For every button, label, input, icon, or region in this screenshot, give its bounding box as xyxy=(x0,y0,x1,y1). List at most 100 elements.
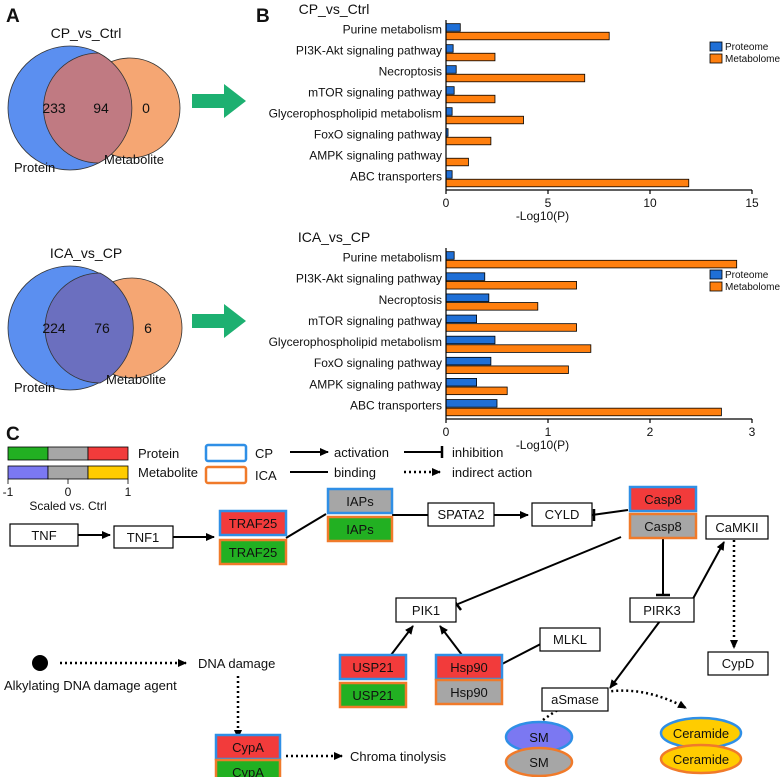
node-ceramide-cp-label: Ceramide xyxy=(673,726,729,741)
node-asmase-label: aSmase xyxy=(551,692,599,707)
bar-metabolome xyxy=(445,178,690,188)
node-traf25-ica-label: TRAF25 xyxy=(229,545,277,560)
node-camkii-label: CaMKII xyxy=(715,520,758,535)
node-casp8-cp-label: Casp8 xyxy=(644,492,682,507)
protein-scale-mid xyxy=(47,446,89,461)
node-hsp90-cp-label: Hsp90 xyxy=(450,660,488,675)
bar-metabolome xyxy=(445,365,569,374)
node-cypd-label: CypD xyxy=(722,656,755,671)
node-mlkl xyxy=(539,627,601,652)
node-cypa-cp-label: CypA xyxy=(232,740,264,755)
node-traf25-cp xyxy=(218,509,288,537)
indirect-label: indirect action xyxy=(452,465,532,480)
venn-overlap-count: 76 xyxy=(94,320,110,336)
category-label: Glycerophospholipid metabolism xyxy=(269,335,442,349)
node-hsp90-ica xyxy=(434,678,504,706)
node-tnf-label: TNF xyxy=(31,528,56,543)
x-tick-label: 2 xyxy=(647,425,654,439)
bar-proteome xyxy=(445,65,457,74)
metabolite-scale-label: Metabolite xyxy=(138,465,198,480)
category-label: Purine metabolism xyxy=(343,251,442,265)
panel-label-b: B xyxy=(256,6,270,27)
bar-metabolome xyxy=(445,386,508,396)
panel-label-a: A xyxy=(6,6,20,27)
scale-tick-high: 1 xyxy=(125,485,132,499)
node-spata2 xyxy=(427,502,495,527)
node-cyld-label: CYLD xyxy=(545,507,580,522)
scale-caption: Scaled vs. Ctrl xyxy=(29,499,106,513)
node-pik1-label: PIK1 xyxy=(412,603,440,618)
bar-proteome xyxy=(445,23,461,32)
bar-metabolome xyxy=(445,73,586,83)
node-sm-ica-label: SM xyxy=(529,755,549,770)
category-label: Necroptosis xyxy=(379,65,442,79)
bar-proteome xyxy=(445,356,492,366)
x-tick-label: 0 xyxy=(443,196,450,210)
scale-tick-low: -1 xyxy=(3,485,14,499)
bar-metabolome xyxy=(445,259,738,269)
node-traf25-ica xyxy=(218,538,288,566)
cp-legend-label: CP xyxy=(255,446,273,461)
node-hsp90-cp xyxy=(434,653,504,681)
node-ceramide-ica-label: Ceramide xyxy=(673,752,729,767)
bar-metabolome xyxy=(445,31,610,41)
x-tick-label: 5 xyxy=(545,196,552,210)
legend-label-proteome: Proteome xyxy=(725,42,769,53)
agent-label: Alkylating DNA damage agent xyxy=(4,678,177,693)
bar-metabolome xyxy=(445,157,469,167)
bar-metabolome xyxy=(445,115,524,125)
legend-swatch-metabolome xyxy=(709,281,723,292)
node-pirk3-label: PIRK3 xyxy=(643,603,681,618)
bar-proteome xyxy=(445,86,455,95)
node-asmase xyxy=(541,687,609,712)
bar-metabolome xyxy=(445,94,496,104)
node-cypd xyxy=(707,651,769,676)
bar-proteome xyxy=(445,378,478,387)
venn-overlap-region xyxy=(43,52,133,164)
metabolite-scale-high xyxy=(87,465,129,480)
category-label: FoxO signaling pathway xyxy=(314,356,442,370)
bar-proteome xyxy=(445,107,453,116)
metabolite-scale-mid xyxy=(47,465,89,480)
protein-scale-high xyxy=(87,446,129,461)
x-tick-label: 0 xyxy=(443,425,450,439)
node-tnf1 xyxy=(113,525,174,549)
node-sm-ica xyxy=(504,746,574,777)
dna-damage-label: DNA damage xyxy=(198,656,275,671)
node-tnf1-label: TNF1 xyxy=(127,530,160,545)
category-label: ABC transporters xyxy=(350,398,442,412)
category-label: Purine metabolism xyxy=(343,23,442,37)
venn-left-label: Protein xyxy=(14,380,55,395)
node-pirk3 xyxy=(629,597,695,623)
chart-title: CP_vs_Ctrl xyxy=(299,1,370,17)
dna-damage-agent-dot xyxy=(32,655,48,671)
venn-left-count: 224 xyxy=(42,320,66,336)
category-label: mTOR signaling pathway xyxy=(308,86,442,100)
venn-left-label: Protein xyxy=(14,160,55,175)
node-usp21-ica-label: USP21 xyxy=(352,688,393,703)
x-tick-label: 10 xyxy=(643,196,657,210)
category-label: mTOR signaling pathway xyxy=(308,314,442,328)
protein-scale-label: Protein xyxy=(138,446,179,461)
bar-proteome xyxy=(445,170,453,179)
venn-right-count: 0 xyxy=(142,100,150,116)
pathway-nodes: TNF TNF1 TRAF25 TRAF25 IAPs IAPs SPATA2 … xyxy=(4,485,769,777)
node-iaps-cp-label: IAPs xyxy=(346,494,374,509)
ica-legend-label: ICA xyxy=(255,468,277,483)
venn-diagram-2: ICA_vs_CP 224 76 6 Protein Metabolite xyxy=(7,245,183,395)
venn-right-count: 6 xyxy=(144,320,152,336)
node-iaps-cp xyxy=(326,487,394,515)
chroma-label: Chroma tinolysis xyxy=(350,749,447,764)
node-hsp90-ica-label: Hsp90 xyxy=(450,685,488,700)
venn-overlap-region xyxy=(44,272,134,384)
panel-label-c: C xyxy=(6,424,20,445)
node-pik1 xyxy=(395,597,457,623)
bar-proteome xyxy=(445,293,490,302)
category-label: PI3K-Akt signaling pathway xyxy=(296,272,442,286)
ica-legend-box xyxy=(204,465,248,485)
bar-metabolome xyxy=(445,302,539,311)
protein-scale-low xyxy=(7,446,49,461)
node-cypa-ica xyxy=(214,758,282,777)
